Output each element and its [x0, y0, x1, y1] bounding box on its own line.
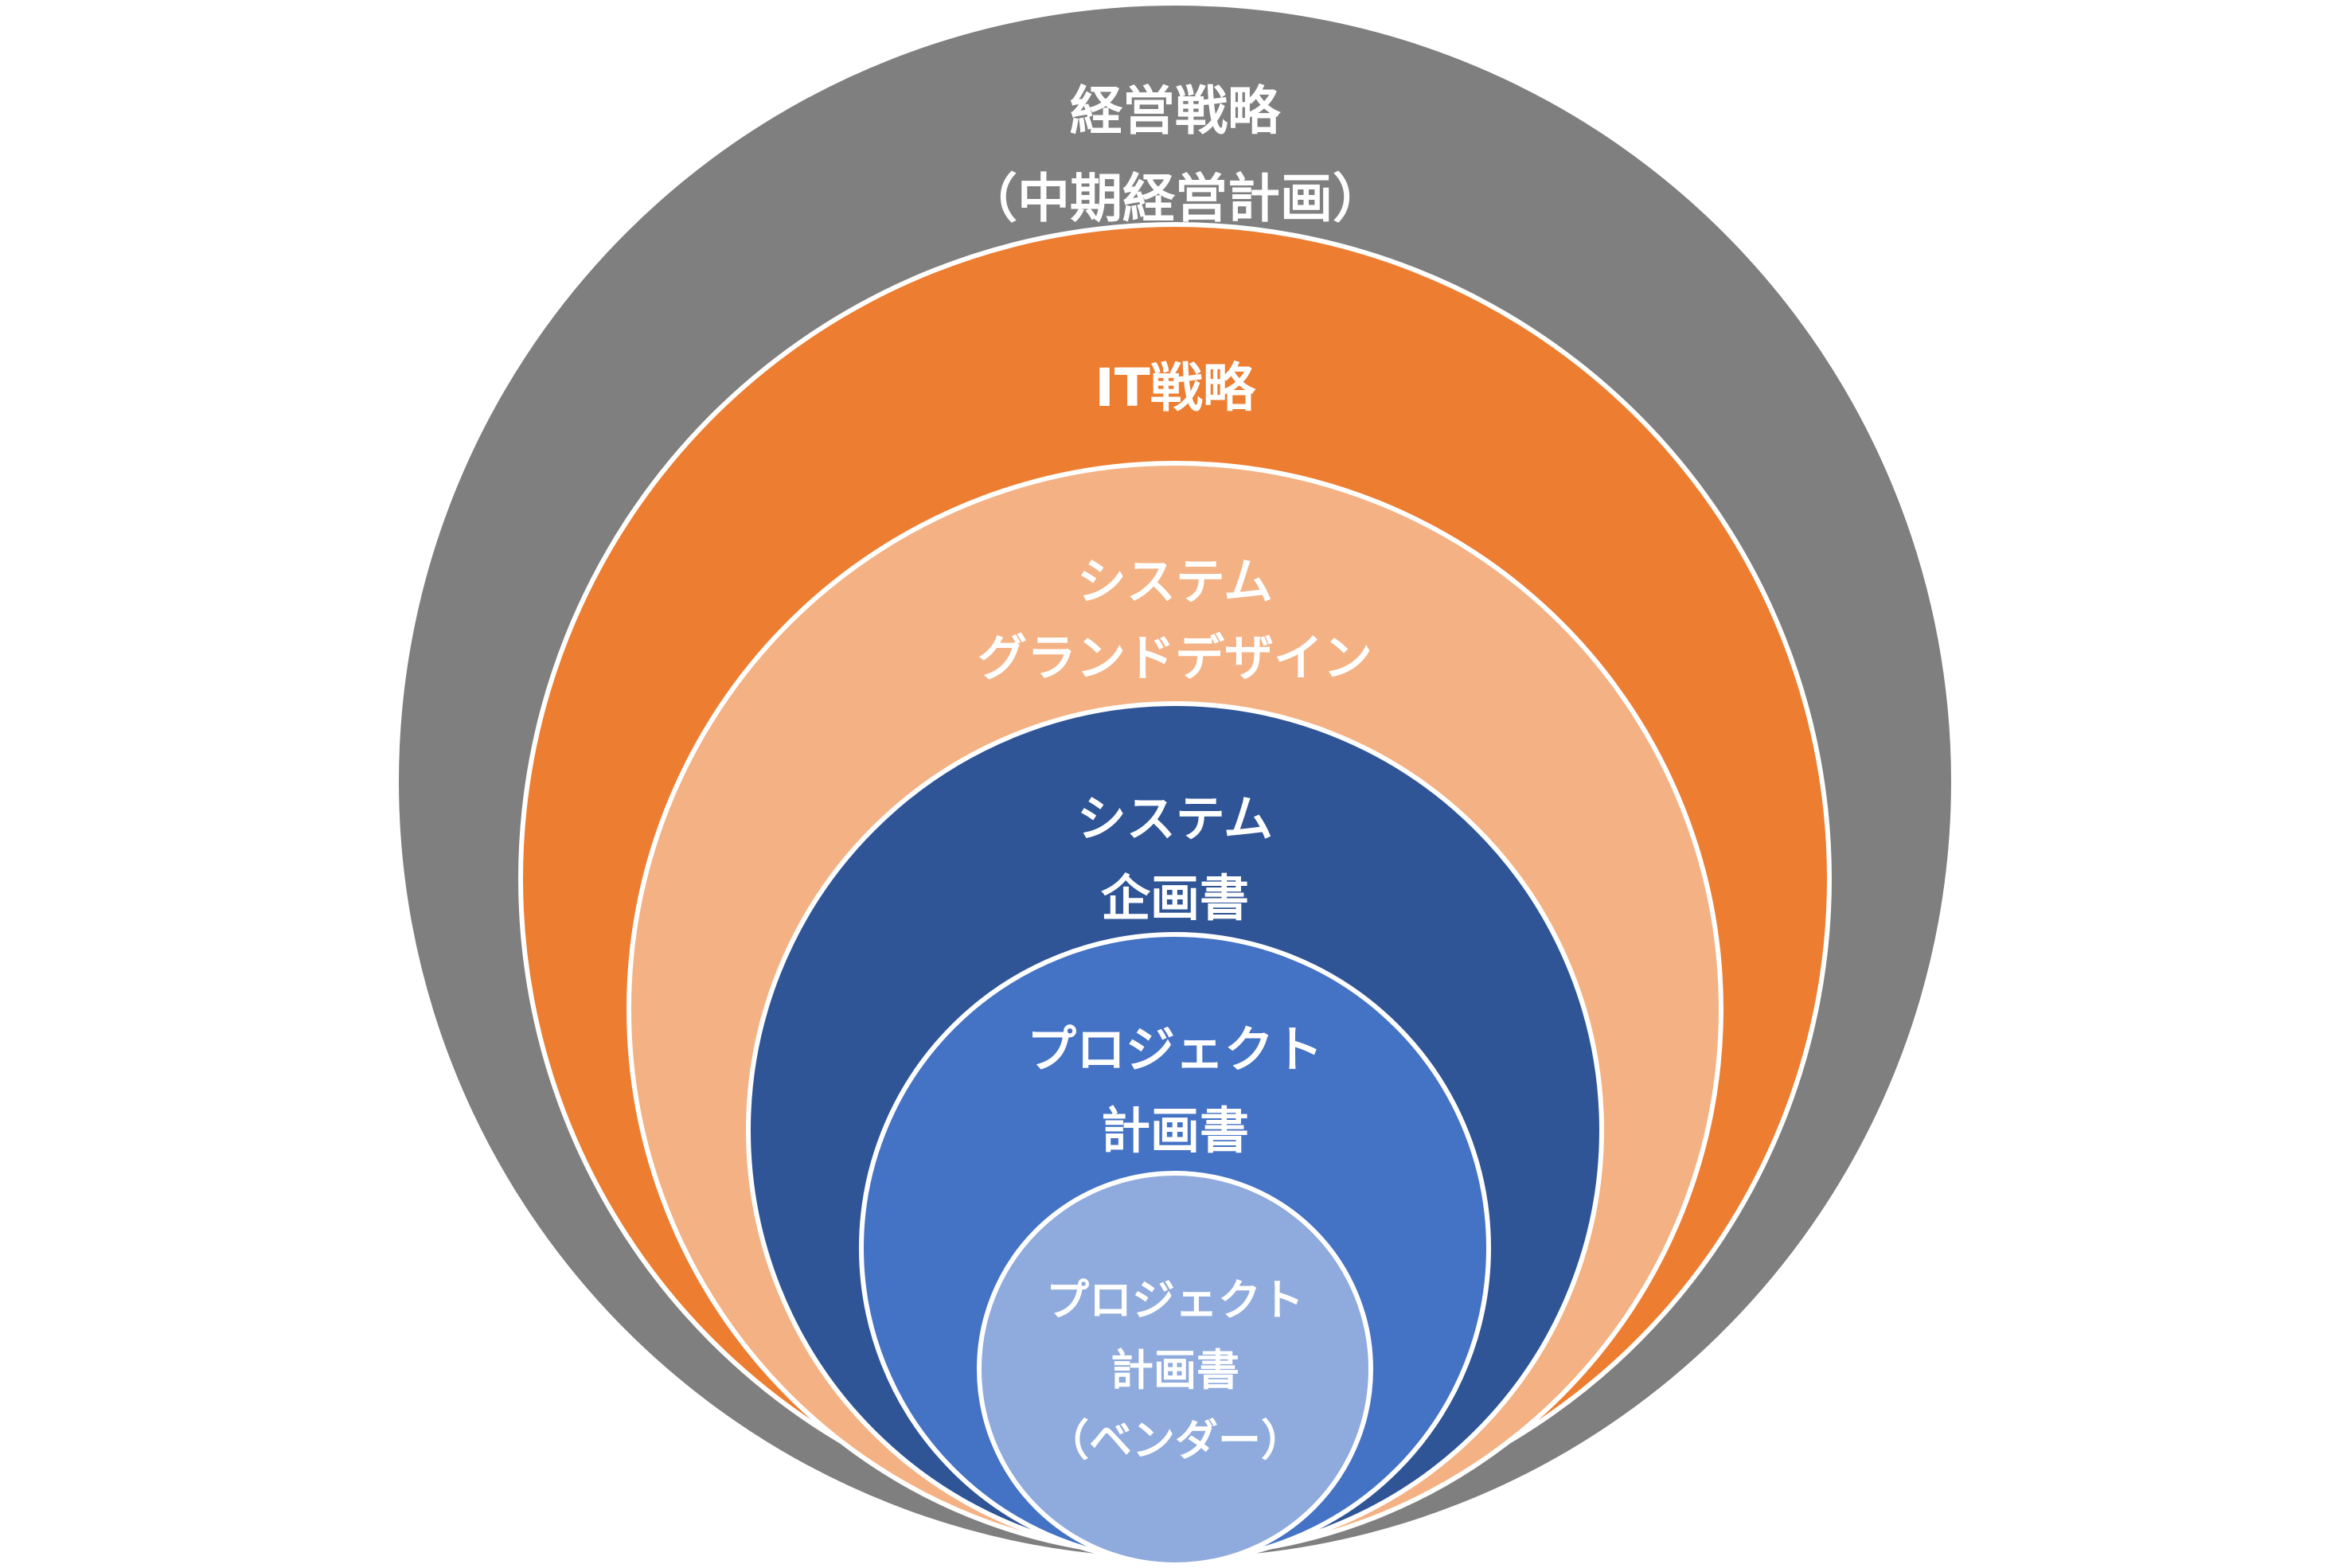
label-system-grand-design-line-2: グランドデザイン — [978, 629, 1372, 687]
label-system-proposal-line-1: システム — [1077, 790, 1273, 848]
label-project-plan-vendor-line-2: 計画書 — [1111, 1345, 1239, 1395]
label-system-proposal-line-2: 企画書 — [1101, 869, 1249, 927]
layer-project-plan-vendor: プロジェクト 計画書 （ベンダー） — [977, 1171, 1373, 1567]
label-project-plan-line-2: 計画書 — [1101, 1102, 1249, 1160]
circle-project-plan-vendor — [977, 1171, 1373, 1567]
label-management-strategy-line-2: （中期経営計画） — [965, 168, 1385, 229]
label-it-strategy-line-1: IT戦略 — [1095, 357, 1256, 419]
label-project-plan-vendor-line-3: （ベンダー） — [1046, 1415, 1304, 1465]
label-project-plan-line-1: プロジェクト — [1027, 1020, 1323, 1078]
label-system-grand-design-line-1: システム — [1077, 552, 1273, 610]
label-project-plan-vendor-line-1: プロジェクト — [1046, 1275, 1304, 1325]
label-management-strategy-line-1: 経営戦略 — [1070, 80, 1281, 142]
